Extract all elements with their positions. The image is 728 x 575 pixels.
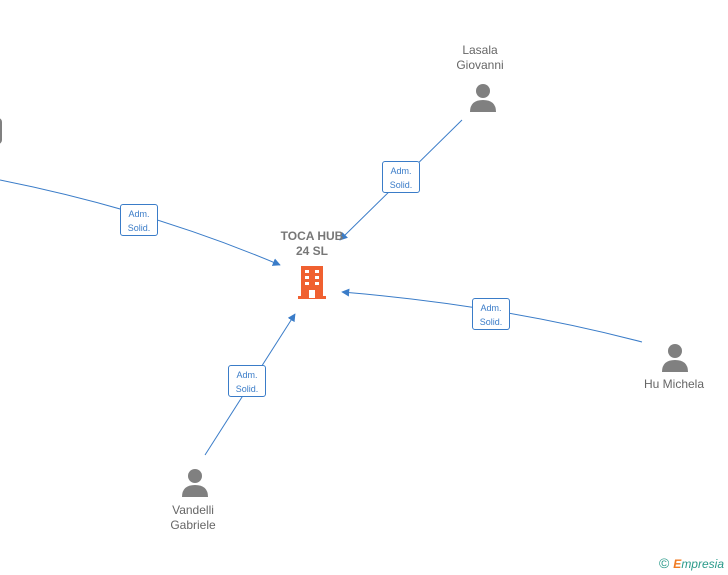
relation-type-line1: Adm. [480,303,502,313]
person-name-line1: Hu Michela [643,377,705,391]
person-name-line2: Gabriele [170,518,216,532]
person-label-hu[interactable]: Hu Michela [624,377,724,392]
person-label-vandelli[interactable]: Vandelli Gabriele [143,503,243,533]
relation-badge-vandelli[interactable]: Adm. Solid. [228,365,266,397]
company-name-line1: TOCA HUB [280,229,344,243]
relation-badge-lasala[interactable]: Adm. Solid. [382,161,420,193]
relation-type-line1: Adm. [128,209,150,219]
brand-initial: E [673,557,682,571]
relation-type-line1: Adm. [236,370,258,380]
person-name-line1: Vandelli [172,503,214,517]
relation-type-line2: Solid. [479,317,503,327]
company-name-line2: 24 SL [295,244,328,258]
person-name-line1: Lasala [462,43,498,57]
copyright-icon: © [658,555,670,571]
person-icon[interactable] [660,342,690,372]
empresia-logo[interactable]: ©Empresia [659,555,724,571]
person-name-line2: Giovanni [456,58,504,72]
relation-badge-left[interactable]: Adm. Solid. [120,204,158,236]
relation-badge-hu[interactable]: Adm. Solid. [472,298,510,330]
brand-rest: mpresia [681,557,724,571]
relation-type-line2: Solid. [127,223,151,233]
relation-type-line1: Adm. [390,166,412,176]
company-name[interactable]: TOCA HUB 24 SL [262,229,362,259]
person-icon[interactable] [468,82,498,112]
relation-type-line2: Solid. [389,180,413,190]
relation-type-line2: Solid. [235,384,259,394]
person-icon[interactable] [180,467,210,497]
person-label-lasala[interactable]: Lasala Giovanni [430,43,530,73]
offscreen-person-icon [0,118,2,144]
building-icon[interactable] [296,263,328,299]
